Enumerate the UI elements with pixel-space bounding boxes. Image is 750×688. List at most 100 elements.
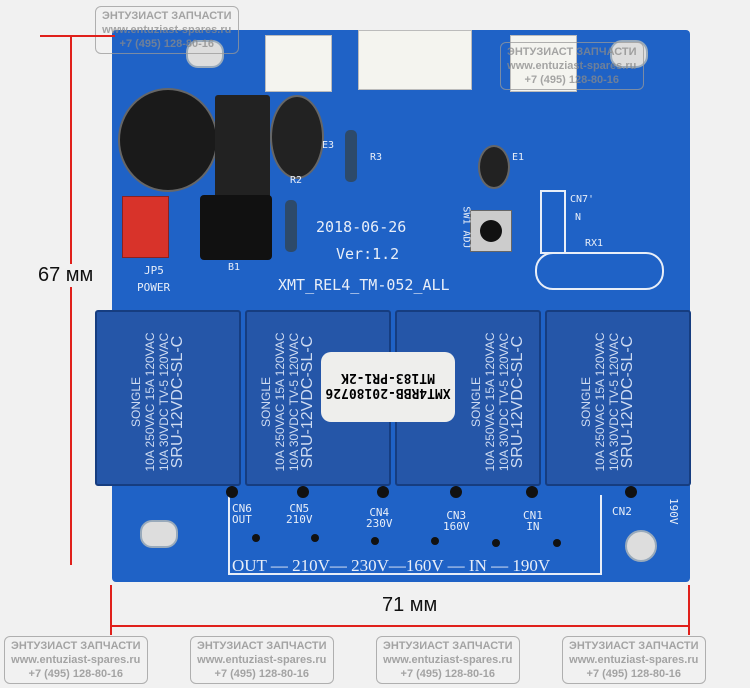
sticker-text: XMT4RBB-20180726 MT183-PR1-2K (321, 370, 455, 400)
relay-brand: SONGLE (579, 377, 593, 428)
e3-label: E3 (322, 140, 335, 151)
r2-label: R2 (290, 175, 303, 186)
relay-rating: 10A 250VAC 15A 120VAC (483, 332, 497, 472)
rx1-label: RX1 (585, 238, 604, 249)
voltage-regulator (215, 95, 270, 205)
watermark-name: ЭНТУЗИАСТ ЗАПЧАСТИ (383, 640, 513, 652)
solder-pad (450, 486, 462, 498)
terminal-pin (492, 539, 500, 547)
terminal-label: IN (526, 520, 540, 533)
resistor (285, 200, 297, 252)
solder-pad (625, 486, 637, 498)
cn7-header (540, 190, 566, 254)
connector-5pin (358, 30, 472, 90)
sticker-line: MT183-PR1-2K (341, 370, 435, 385)
watermark-site: www.entuziast-spares.ru (507, 60, 637, 72)
board-model: XMT_REL4_TM-052_ALL (278, 276, 450, 294)
dimension-tick (110, 585, 112, 635)
terminal-label: 160V (443, 520, 470, 533)
height-label: 67 мм (38, 264, 94, 287)
relay-rating: 10A 250VAC 15A 120VAC (143, 332, 157, 472)
jp5-label: JP5 (144, 264, 164, 277)
watermark-phone: +7 (495) 128-80-16 (524, 74, 620, 86)
terminal-pin (431, 537, 439, 545)
solder-pad (526, 486, 538, 498)
solder-pad (297, 486, 309, 498)
watermark-phone: +7 (495) 128-80-16 (214, 668, 310, 680)
terminal-label: OUT (232, 513, 252, 526)
relay-model: SRU-12VDC-SL-C (509, 335, 526, 469)
switch-label: SW1 ADJ (460, 206, 472, 249)
watermark: ЭНТУЗИАСТ ЗАПЧАСТИ www.entuziast-spares.r… (190, 636, 334, 684)
watermark: ЭНТУЗИАСТ ЗАПЧАСТИ www.entuziast-spares.r… (500, 42, 644, 90)
watermark-phone: +7 (495) 128-80-16 (119, 38, 215, 50)
bottom-legend: OUT — 210V— 230V—160V — IN — 190V (232, 556, 551, 575)
watermark-site: www.entuziast-spares.ru (11, 654, 141, 666)
watermark-name: ЭНТУЗИАСТ ЗАПЧАСТИ (569, 640, 699, 652)
terminal-pin (371, 537, 379, 545)
relay-rating: 10A 250VAC 15A 120VAC (593, 332, 607, 472)
power-label: POWER (137, 281, 171, 294)
rx1-outline (535, 252, 664, 290)
watermark-phone: +7 (495) 128-80-16 (28, 668, 124, 680)
terminal-label: 230V (366, 517, 393, 530)
relay-rating: 10A 250VAC 15A 120VAC (273, 332, 287, 472)
electrolytic-capacitor (118, 88, 218, 192)
terminal-outline (228, 495, 602, 575)
board-date: 2018-06-26 (316, 218, 407, 236)
terminal-id: CN5 (289, 502, 310, 515)
relay-model: SRU-12VDC-SL-C (619, 335, 636, 469)
mounting-hole (625, 530, 657, 562)
relay-brand: SONGLE (469, 377, 483, 428)
watermark-name: ЭНТУЗИАСТ ЗАПЧАСТИ (197, 640, 327, 652)
terminal-cn2: CN2 (612, 505, 632, 518)
width-label: 71 мм (382, 594, 438, 616)
watermark: ЭНТУЗИАСТ ЗАПЧАСТИ www.entuziast-spares.r… (95, 6, 239, 54)
terminal-pin (311, 534, 319, 542)
mounting-hole (140, 520, 178, 548)
height-dimension-line (70, 35, 72, 565)
watermark-site: www.entuziast-spares.ru (197, 654, 327, 666)
watermark-name: ЭНТУЗИАСТ ЗАПЧАСТИ (102, 10, 232, 22)
relay-brand: SONGLE (129, 377, 143, 428)
terminal-id: CN4 (369, 506, 390, 519)
adjust-button[interactable] (470, 210, 512, 252)
watermark-site: www.entuziast-spares.ru (102, 24, 232, 36)
button-cap[interactable] (480, 220, 502, 242)
solder-pad (226, 486, 238, 498)
relay-brand: SONGLE (259, 377, 273, 428)
dimension-tick (688, 585, 690, 635)
bridge-rectifier (200, 195, 272, 260)
terminal-id: CN6 (232, 502, 252, 515)
width-dimension-line (110, 625, 690, 627)
watermark-phone: +7 (495) 128-80-16 (586, 668, 682, 680)
power-connector (122, 196, 169, 258)
cn7-n-label: N (575, 212, 582, 223)
terminal-cn2-voltage: 190V (667, 498, 680, 525)
capacitor (478, 145, 510, 189)
e1-label: E1 (512, 152, 525, 163)
capacitor (270, 95, 324, 179)
watermark-phone: +7 (495) 128-80-16 (400, 668, 496, 680)
cn7-label: CN7' (570, 194, 595, 205)
terminal-id: CN1 (523, 509, 543, 522)
r3-label: R3 (370, 152, 383, 163)
terminal-pin (553, 539, 561, 547)
connector-3pin (265, 35, 332, 92)
watermark-site: www.entuziast-spares.ru (383, 654, 513, 666)
terminal-label: 210V (286, 513, 313, 526)
watermark-name: ЭНТУЗИАСТ ЗАПЧАСТИ (507, 46, 637, 58)
board-version: Ver:1.2 (336, 245, 400, 263)
terminal-pin (252, 534, 260, 542)
terminal-id: CN3 (446, 509, 467, 522)
